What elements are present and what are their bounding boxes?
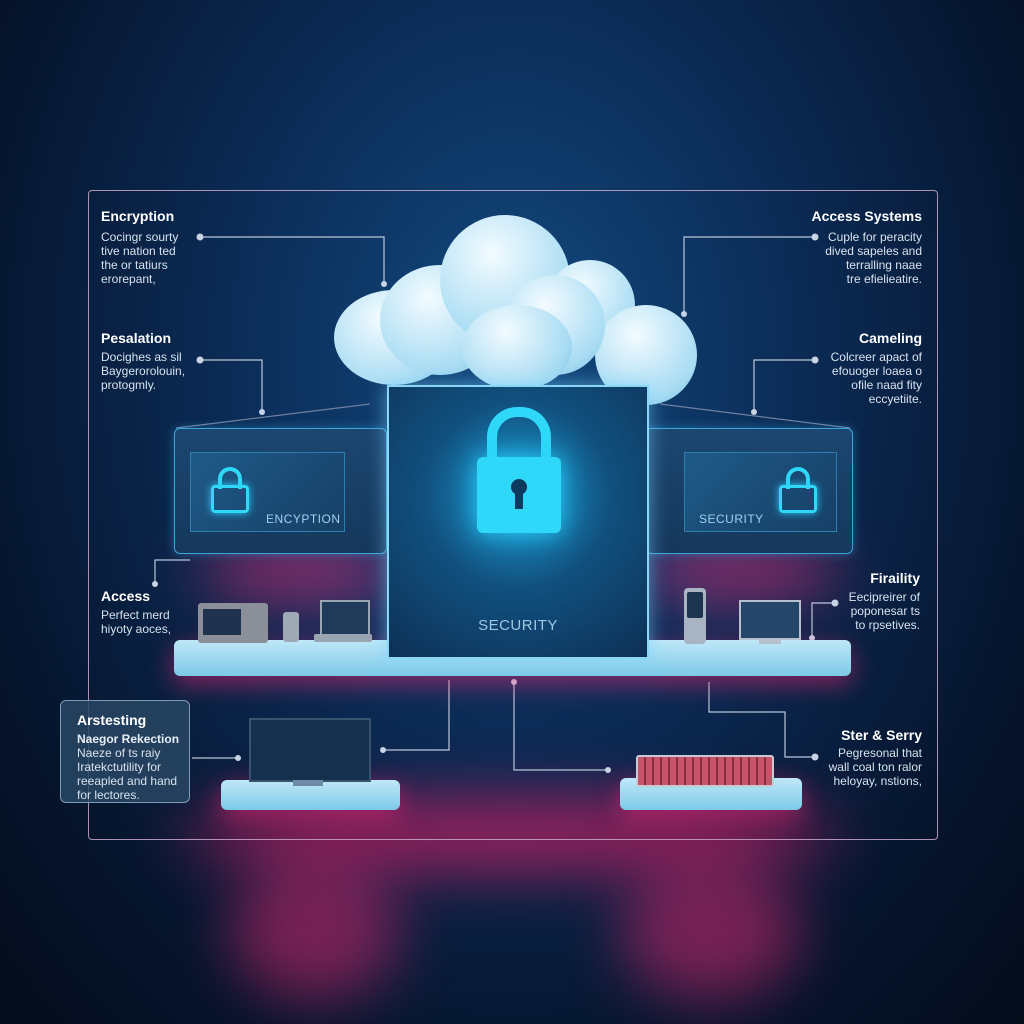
callout-cameling: Cameling Colcreer apact of efouoger loae… <box>830 330 922 406</box>
pink-reflection-right <box>620 860 800 1000</box>
callout-firaility: Firaility Eecipreirer of poponesar ts to… <box>848 570 920 632</box>
lock-icon <box>779 467 817 513</box>
encryption-card-label: ENCYPTION <box>266 512 341 526</box>
lock-icon <box>211 467 249 513</box>
connector-access <box>154 559 190 584</box>
connector-encryption <box>200 236 385 284</box>
connector-access-systems <box>683 236 815 314</box>
monitor-icon <box>739 600 801 644</box>
callout-access: Access Perfect merd hiyoty aoces, <box>101 588 172 636</box>
callout-access-systems: Access Systems Cuple for peracity dived … <box>811 208 922 286</box>
connector-pesalation <box>200 359 263 412</box>
security-vault: SECURITY <box>387 385 649 659</box>
callout-arstesting: Arstesting Naegor Rekection Naeze of ts … <box>60 700 190 803</box>
callout-title: Encryption <box>101 208 175 224</box>
connector-monitor <box>383 680 450 751</box>
pink-glow-floor <box>180 800 840 870</box>
diagram-frame <box>88 190 938 840</box>
pink-reflection-left <box>230 860 400 1000</box>
device-icon <box>283 612 299 642</box>
callout-encryption: Encryption Cocingr sourty tive nation te… <box>101 208 211 286</box>
callout-ster-serry: Ster & Serry Pegresonal that wall coal t… <box>828 727 922 788</box>
connector-cameling <box>753 359 815 412</box>
keyboard-icon <box>636 755 774 787</box>
cloud-icon <box>330 210 700 410</box>
connector-keyboard <box>513 682 608 771</box>
callout-pesalation: Pesalation Docighes as sil Baygeroroloui… <box>101 330 186 392</box>
connector-ster <box>708 682 815 758</box>
monitor-icon <box>249 718 371 788</box>
connector-firaility <box>811 602 835 638</box>
encryption-card: ENCYPTION <box>190 452 345 532</box>
security-label: SECURITY <box>478 617 558 634</box>
security-card: SECURITY <box>684 452 837 532</box>
laptop-icon <box>314 600 372 645</box>
phone-icon <box>684 588 706 644</box>
router-icon <box>198 603 268 643</box>
security-card-label: SECURITY <box>699 512 764 526</box>
lock-icon <box>477 407 561 533</box>
